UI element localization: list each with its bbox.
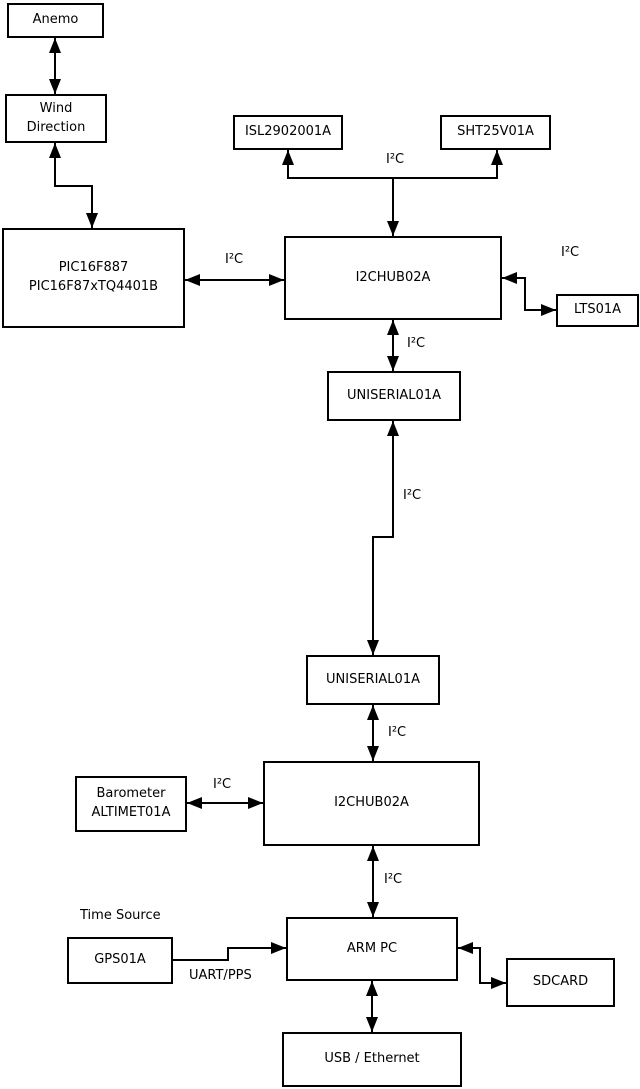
node-i2chub-top: I2CHUB02A [284, 236, 502, 320]
node-isl2902001a: ISL2902001A [233, 115, 343, 150]
edge-label-i2c-sensor-bus: I²C [386, 152, 405, 167]
node-uniserial-top-label: UNISERIAL01A [347, 387, 441, 403]
node-pic-label-line1: PIC16F887 [58, 260, 129, 276]
edge-label-i2c-hub1-uniserial1: I²C [407, 336, 426, 351]
node-gps01a: GPS01A [67, 937, 173, 984]
node-uniserial-bottom-label: UNISERIAL01A [326, 671, 420, 687]
edge-label-i2c-uniserial-link: I²C [403, 488, 422, 503]
node-lts01a-label: LTS01A [573, 302, 622, 318]
edge-label-uart-pps: UART/PPS [189, 968, 252, 983]
node-barometer-label-line1: Barometer [96, 786, 166, 802]
node-isl2902001a-label: ISL2902001A [244, 124, 332, 140]
node-sht25v01a-label: SHT25V01A [457, 124, 534, 140]
node-i2chub-bottom-label: I2CHUB02A [334, 795, 409, 811]
node-sdcard: SDCARD [506, 958, 615, 1007]
node-anemo: Anemo [7, 3, 104, 38]
node-uniserial-bottom: UNISERIAL01A [306, 655, 440, 705]
connector-uniserial1-uniserial2 [367, 421, 399, 655]
node-arm-pc: ARM PC [286, 917, 458, 981]
connector-hub1-lts [502, 272, 556, 316]
node-lts01a: LTS01A [556, 294, 639, 327]
node-i2chub-bottom: I2CHUB02A [263, 761, 480, 846]
node-barometer-label-line2: ALTIMET01A [91, 805, 171, 820]
node-pic-label-line2: PIC16F87xTQ4401B [28, 279, 159, 294]
node-arm-pc-label: ARM PC [346, 940, 398, 956]
node-i2chub-top-label: I2CHUB02A [355, 269, 431, 285]
node-uniserial-top: UNISERIAL01A [327, 371, 461, 421]
node-usb-ethernet: USB / Ethernet [282, 1032, 462, 1087]
edge-label-i2c-pic-hub1: I²C [225, 252, 244, 267]
node-wind-direction: Wind Direction [5, 94, 107, 143]
node-wind-direction-label-line2: Direction [26, 119, 86, 135]
node-sht25v01a: SHT25V01A [440, 115, 551, 150]
node-barometer: Barometer ALTIMET01A [75, 776, 187, 832]
connector-armpc-sdcard [458, 942, 506, 989]
edge-label-i2c-uniserial2-hub2: I²C [388, 725, 407, 740]
connector-gps-armpc [173, 942, 286, 961]
label-time-source: Time Source [80, 908, 161, 923]
node-gps01a-label: GPS01A [94, 952, 146, 968]
edge-label-i2c-hub1-lts: I²C [561, 245, 580, 260]
node-anemo-label: Anemo [32, 12, 79, 28]
edge-label-i2c-hub2-armpc: I²C [384, 872, 403, 887]
node-sdcard-label: SDCARD [532, 974, 589, 990]
connector-wind-pic [49, 143, 98, 228]
node-usb-ethernet-label: USB / Ethernet [324, 1051, 420, 1067]
node-pic: PIC16F887 PIC16F87xTQ4401B [2, 228, 185, 328]
node-wind-direction-label-line1: Wind [39, 100, 73, 116]
edge-label-i2c-barometer-hub2: I²C [213, 777, 232, 792]
